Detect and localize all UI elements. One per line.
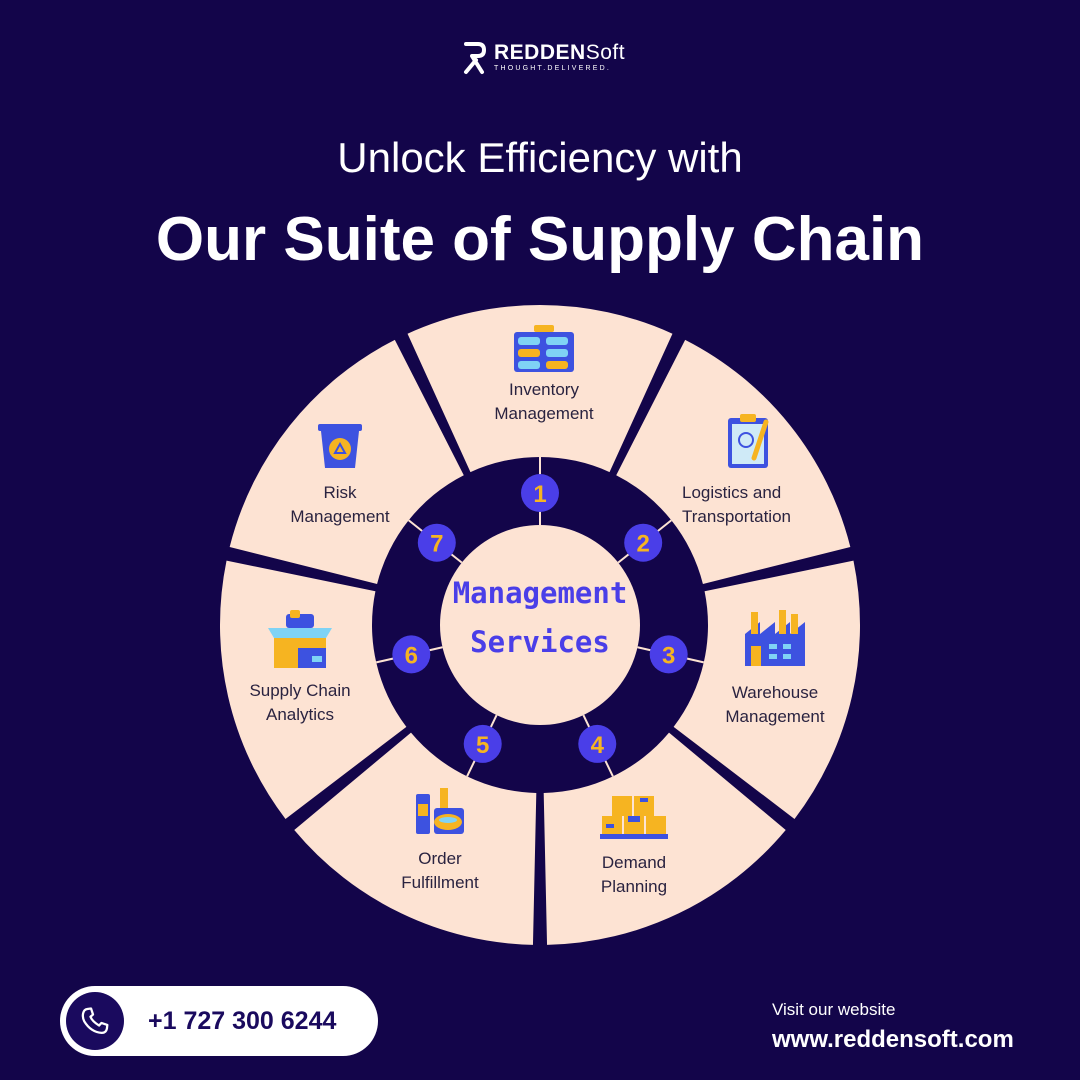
headline-line-2: Our Suite of Supply Chain bbox=[155, 205, 925, 274]
number-badge-text-4: 4 bbox=[591, 732, 605, 759]
number-badge-text-3: 3 bbox=[662, 642, 675, 669]
segment-1-label-line-2: Management bbox=[494, 404, 594, 423]
segment-1-label-line-1: Inventory bbox=[509, 380, 579, 399]
segment-2-label-line-2: Transportation bbox=[682, 507, 791, 526]
brand-tagline: THOUGHT.DELIVERED. bbox=[494, 65, 611, 72]
website-link[interactable]: www.reddensoft.com bbox=[772, 1026, 1014, 1053]
segment-3-label-line-1: Warehouse bbox=[732, 683, 818, 702]
segment-1 bbox=[407, 305, 673, 473]
number-badge-4 bbox=[578, 724, 617, 763]
open-box-icon bbox=[268, 610, 332, 668]
headline-line-1: Unlock Efficiency with bbox=[337, 134, 743, 181]
segment-6-label-line-2: Analytics bbox=[266, 705, 334, 724]
brand-logo: REDDENSoft THOUGHT.DELIVERED. bbox=[462, 36, 625, 80]
number-badge-6 bbox=[392, 635, 431, 674]
brand-name-light: Soft bbox=[585, 41, 626, 64]
segment-5-label-line-1: Order bbox=[418, 849, 462, 868]
number-badge-5 bbox=[463, 724, 502, 763]
number-badge-1 bbox=[521, 474, 559, 512]
factory-icon bbox=[745, 610, 805, 666]
segment-4-label-line-2: Planning bbox=[601, 877, 667, 896]
number-badge-text-7: 7 bbox=[430, 531, 443, 558]
segment-2-label-line-1: Logistics and bbox=[682, 483, 781, 502]
number-badge-3 bbox=[649, 635, 688, 674]
products-icon bbox=[416, 788, 464, 834]
center-title-line-2: Services bbox=[470, 625, 610, 659]
number-badge-text-6: 6 bbox=[405, 642, 418, 669]
clipboard-map-icon bbox=[728, 414, 769, 468]
segment-5-label-line-2: Fulfillment bbox=[401, 873, 479, 892]
segment-7-label-line-2: Management bbox=[290, 507, 390, 526]
website-label: Visit our website bbox=[772, 1000, 896, 1019]
boxes-pallet-icon bbox=[600, 796, 668, 839]
number-badge-2 bbox=[624, 523, 663, 562]
number-badge-text-5: 5 bbox=[476, 732, 489, 759]
segment-7-label-line-1: Risk bbox=[323, 483, 357, 502]
segment-6-label-line-1: Supply Chain bbox=[249, 681, 350, 700]
center-circle bbox=[440, 525, 640, 725]
phone-icon bbox=[66, 992, 124, 1050]
segment-4-label-line-1: Demand bbox=[602, 853, 666, 872]
number-badge-text-1: 1 bbox=[533, 481, 546, 508]
number-badge-7 bbox=[417, 523, 456, 562]
number-badge-text-2: 2 bbox=[637, 531, 650, 558]
reddensoft-logo-icon bbox=[464, 42, 486, 74]
brand-name-bold: REDDEN bbox=[494, 41, 586, 64]
phone-number[interactable]: +1 727 300 6244 bbox=[148, 1006, 337, 1035]
segment-6 bbox=[220, 560, 407, 819]
center-title-line-1: Management bbox=[453, 576, 628, 610]
recycle-bin-icon bbox=[318, 424, 362, 468]
phone-contact[interactable]: +1 727 300 6244 bbox=[60, 986, 378, 1056]
inventory-shelves-icon bbox=[514, 325, 574, 372]
segment-3-label-line-2: Management bbox=[725, 707, 825, 726]
segment-5 bbox=[294, 732, 537, 945]
segment-3 bbox=[673, 560, 860, 819]
